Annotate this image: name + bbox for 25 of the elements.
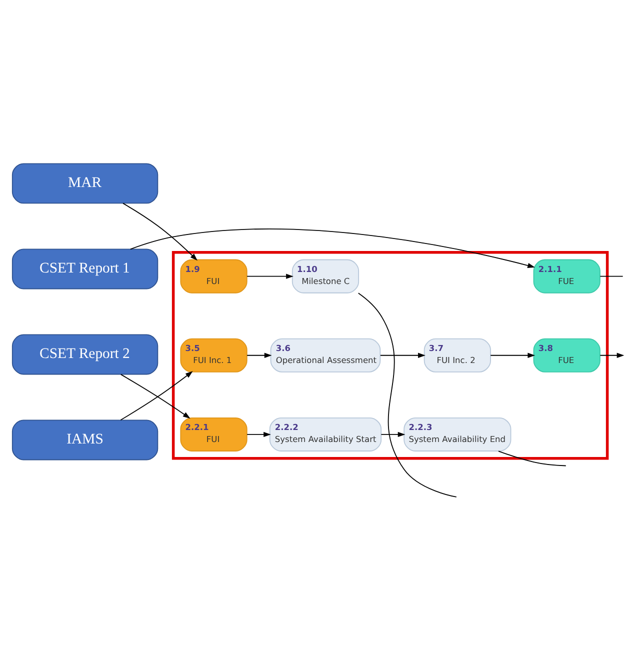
node-box: 3.5 FUI Inc. 1 [180, 338, 248, 372]
node-box: 1.9 FUI [180, 258, 248, 293]
arrow [246, 352, 272, 358]
node-box: IAMS [12, 419, 158, 460]
node-box: 3.8 FUE [533, 338, 600, 372]
connector [358, 292, 457, 497]
node-box: MAR [12, 162, 158, 204]
arrow [490, 352, 536, 358]
arrow [130, 228, 535, 268]
node-box: CSET Report 1 [12, 248, 158, 289]
cluster [172, 250, 609, 460]
arrow [122, 202, 198, 260]
node-box: 2.2.1 FUI [180, 416, 248, 451]
node-box: 2.2.3 System Availability End [404, 416, 512, 451]
arrow [246, 431, 271, 437]
node-box: 3.6 Operational Assessment [270, 338, 381, 372]
node-box: 3.7 FUI Inc. 2 [424, 338, 491, 372]
connector [600, 275, 624, 276]
node-box: 2.2.2 System Availability Start [269, 416, 382, 451]
node-box: CSET Report 2 [12, 334, 158, 374]
arrow [380, 431, 406, 437]
arrow [380, 352, 426, 358]
node-box: 1.10 Milestone C [292, 258, 360, 293]
node-box: 2.1.1 FUE [533, 258, 600, 293]
arrow [246, 273, 294, 278]
